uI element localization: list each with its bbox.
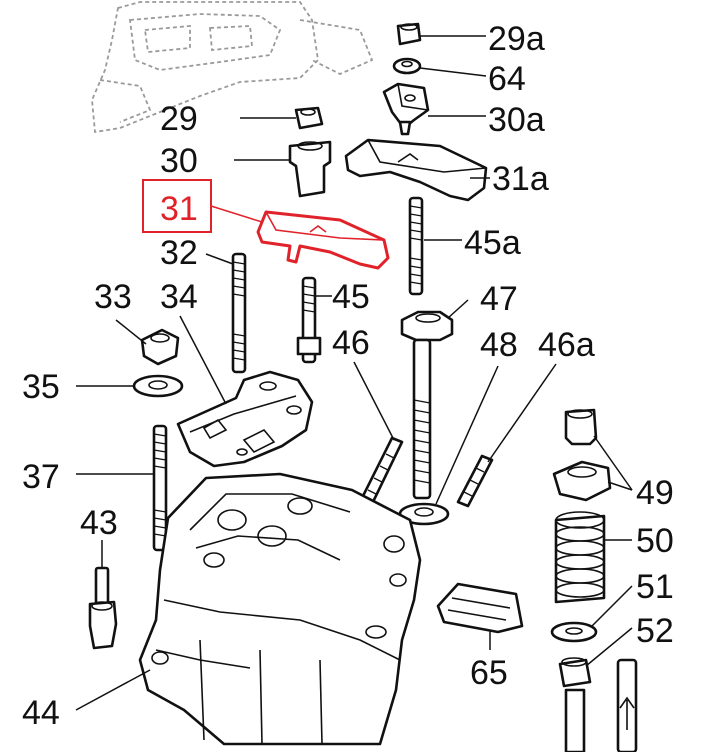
part-47-long-bolt[interactable] [400,299,469,500]
part-46-push-rod[interactable] [353,361,404,506]
part-43-cap-screw[interactable] [88,540,118,650]
part-31a-rocker-arm[interactable] [344,138,490,202]
part-65-cover-piece[interactable] [436,582,524,650]
callout-43: 43 [80,504,118,542]
part-64-washer[interactable] [392,57,487,77]
part-32-stud[interactable] [205,252,247,374]
part-46a-push-rod[interactable] [456,363,557,508]
callout-50: 50 [636,522,674,560]
callout-48: 48 [480,326,518,364]
background-engine-outline [91,1,374,134]
callout-46a: 46a [538,326,595,364]
part-51-washer[interactable] [550,585,633,643]
callout-64: 64 [488,60,526,98]
part-34-bracket-plate[interactable] [176,315,314,468]
part-30a-pivot[interactable] [382,82,486,136]
part-44-cylinder-head[interactable] [75,472,422,746]
callout-29a: 29a [488,20,545,58]
callout-30a: 30a [488,101,545,139]
callout-45: 45 [332,278,370,316]
callout-52: 52 [636,612,674,650]
callout-31a: 31a [492,160,549,198]
part-48-washer[interactable] [398,365,499,526]
callout-49: 49 [636,474,674,512]
callout-31: 31 [160,190,198,228]
callout-37: 37 [22,458,60,496]
callout-46: 46 [332,324,370,362]
callout-32: 32 [160,234,198,272]
callout-47: 47 [480,280,518,318]
part-37-long-stud[interactable] [76,424,168,552]
callout-34: 34 [160,278,198,316]
part-35-washer[interactable] [76,374,184,398]
part-29-nut[interactable] [240,106,324,130]
part-33-nut[interactable] [115,319,180,366]
part-30-pivot-sleeve[interactable] [234,140,332,198]
callout-45a: 45a [464,224,521,262]
part-29a-nut[interactable] [396,22,486,46]
callout-29: 29 [160,100,198,138]
callout-65: 65 [470,654,508,692]
part-49-valve-cap-retainer[interactable] [552,408,633,502]
callout-51: 51 [636,568,674,606]
part-31-rocker-arm-highlighted[interactable] [142,179,390,270]
callout-33: 33 [94,278,132,316]
callout-44: 44 [22,694,60,732]
part-52-valve-seal[interactable] [558,627,638,752]
part-45-stud[interactable] [296,276,332,364]
callout-30: 30 [160,142,198,180]
part-50-valve-spring[interactable] [554,511,632,604]
callout-35: 35 [22,368,60,406]
part-45a-stud[interactable] [408,196,462,296]
